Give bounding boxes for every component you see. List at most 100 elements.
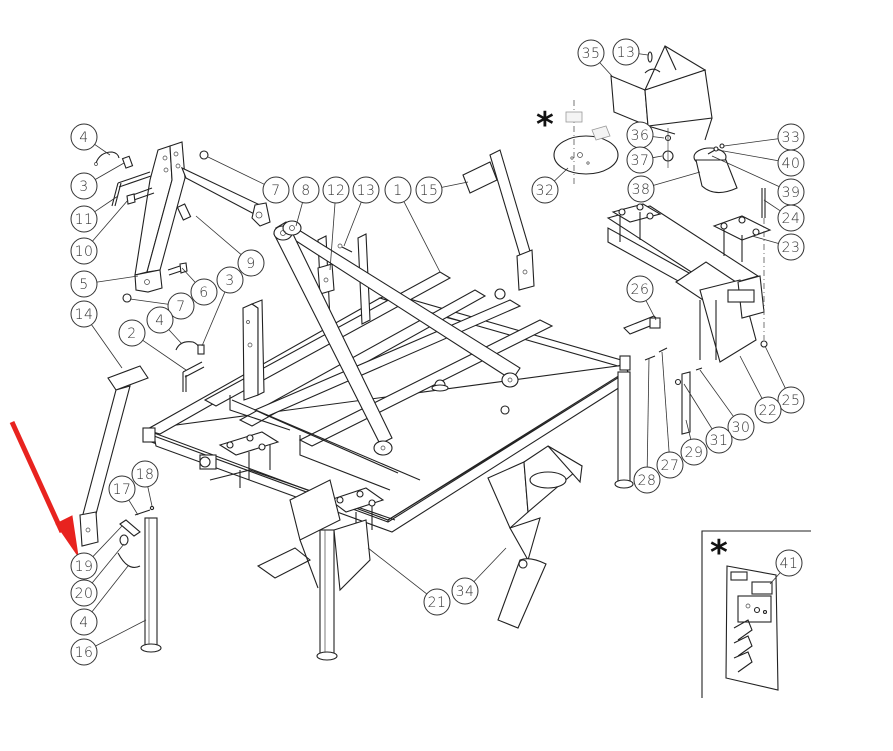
leader-line <box>473 547 507 582</box>
callout-number: 9 <box>246 256 255 272</box>
hopper <box>610 45 738 194</box>
callout-number: 20 <box>75 586 94 602</box>
callout-3: 3 <box>201 266 244 347</box>
callout-balloon <box>70 172 98 200</box>
callout-balloon <box>627 175 655 203</box>
callout-number: 3 <box>225 273 234 289</box>
callout-27: 27 <box>656 351 684 479</box>
leader-line <box>711 155 780 187</box>
callout-balloon <box>777 386 805 414</box>
callout-balloon <box>423 588 451 616</box>
callout-number: 27 <box>661 458 680 474</box>
callout-balloon <box>322 176 350 204</box>
leader-line <box>343 201 362 247</box>
callout-35: 35 <box>577 39 613 77</box>
hopper-bracket <box>606 188 772 435</box>
callout-balloon <box>626 275 654 303</box>
callout-number: 37 <box>631 153 650 169</box>
callout-14: 14 <box>70 300 123 369</box>
callout-balloon <box>577 39 605 67</box>
spreader-disc <box>553 100 619 185</box>
callout-balloon <box>777 149 805 177</box>
callout-balloon <box>626 146 654 174</box>
callout-balloon <box>70 638 98 666</box>
leader-line <box>295 202 303 227</box>
highlight-arrow <box>9 420 79 557</box>
leader-line <box>554 167 569 182</box>
callout-number: 1 <box>393 183 402 199</box>
callout-22: 22 <box>739 355 782 424</box>
callout-number: 4 <box>155 313 164 329</box>
callout-balloon <box>705 426 733 454</box>
leader-line <box>645 300 657 321</box>
callout-balloon <box>727 413 755 441</box>
callout-number: 38 <box>632 182 651 198</box>
jack-stands <box>117 371 634 661</box>
callout-number: 12 <box>327 183 346 199</box>
leader-line <box>751 235 779 244</box>
callout-number: 19 <box>75 559 94 575</box>
callout-number: 10 <box>75 244 94 260</box>
callout-number: 21 <box>428 595 447 611</box>
callout-39: 39 <box>711 155 805 206</box>
leader-line <box>403 201 441 273</box>
callout-number: 7 <box>271 183 280 199</box>
callout-balloon <box>70 123 98 151</box>
callout-balloon <box>531 176 559 204</box>
callout-number: 16 <box>75 645 94 661</box>
callout-number: 35 <box>582 46 601 62</box>
callout-number: 40 <box>782 156 801 172</box>
callout-number: 22 <box>759 403 778 419</box>
callout-number: 23 <box>782 240 801 256</box>
callout-33: 33 <box>723 123 805 151</box>
leader-line <box>168 329 183 345</box>
leader-line <box>128 499 139 516</box>
callout-balloon <box>754 396 782 424</box>
callout-balloon <box>70 579 98 607</box>
callout-38: 38 <box>627 171 701 203</box>
callout-number: 4 <box>79 615 88 631</box>
callout-13: 13 <box>343 176 380 247</box>
callout-32: 32 <box>531 167 569 204</box>
callout-36: 36 <box>626 121 665 149</box>
leader-line <box>94 144 111 156</box>
callout-balloon <box>216 266 244 294</box>
callout-number: 31 <box>710 433 729 449</box>
leader-line <box>441 181 469 188</box>
callout-balloon <box>612 38 640 66</box>
callout-number: 34 <box>456 584 475 600</box>
callout-16: 16 <box>70 619 147 666</box>
callout-balloon <box>352 176 380 204</box>
callout-number: 8 <box>301 183 310 199</box>
callout-2: 2 <box>118 319 187 371</box>
leader-line <box>91 565 129 613</box>
callout-number: 2 <box>127 326 136 342</box>
callout-number: 28 <box>638 473 657 489</box>
callout-balloon <box>190 278 218 306</box>
callout-balloon <box>656 451 684 479</box>
callout-balloon <box>384 176 412 204</box>
callout-balloon <box>451 577 479 605</box>
leader-line <box>92 525 123 557</box>
leader-line <box>653 171 701 186</box>
callout-28: 28 <box>633 357 661 494</box>
leader-line <box>329 202 336 271</box>
callout-number: 3 <box>79 179 88 195</box>
leader-line <box>195 215 242 255</box>
leader-line <box>699 369 734 417</box>
callout-5: 5 <box>70 270 139 298</box>
leader-line <box>96 275 139 283</box>
callout-number: 7 <box>176 299 185 315</box>
callout-number: 33 <box>782 130 801 146</box>
callout-balloon <box>415 176 443 204</box>
callout-balloon <box>167 292 195 320</box>
hitch-a-frame <box>134 141 271 293</box>
callout-balloon <box>680 438 708 466</box>
leader-line <box>638 53 649 56</box>
callout-number: 39 <box>782 185 801 201</box>
callout-4: 4 <box>70 123 111 156</box>
callout-7: 7 <box>207 156 290 204</box>
callout-balloon <box>292 176 320 204</box>
callout-number: 25 <box>782 393 801 409</box>
